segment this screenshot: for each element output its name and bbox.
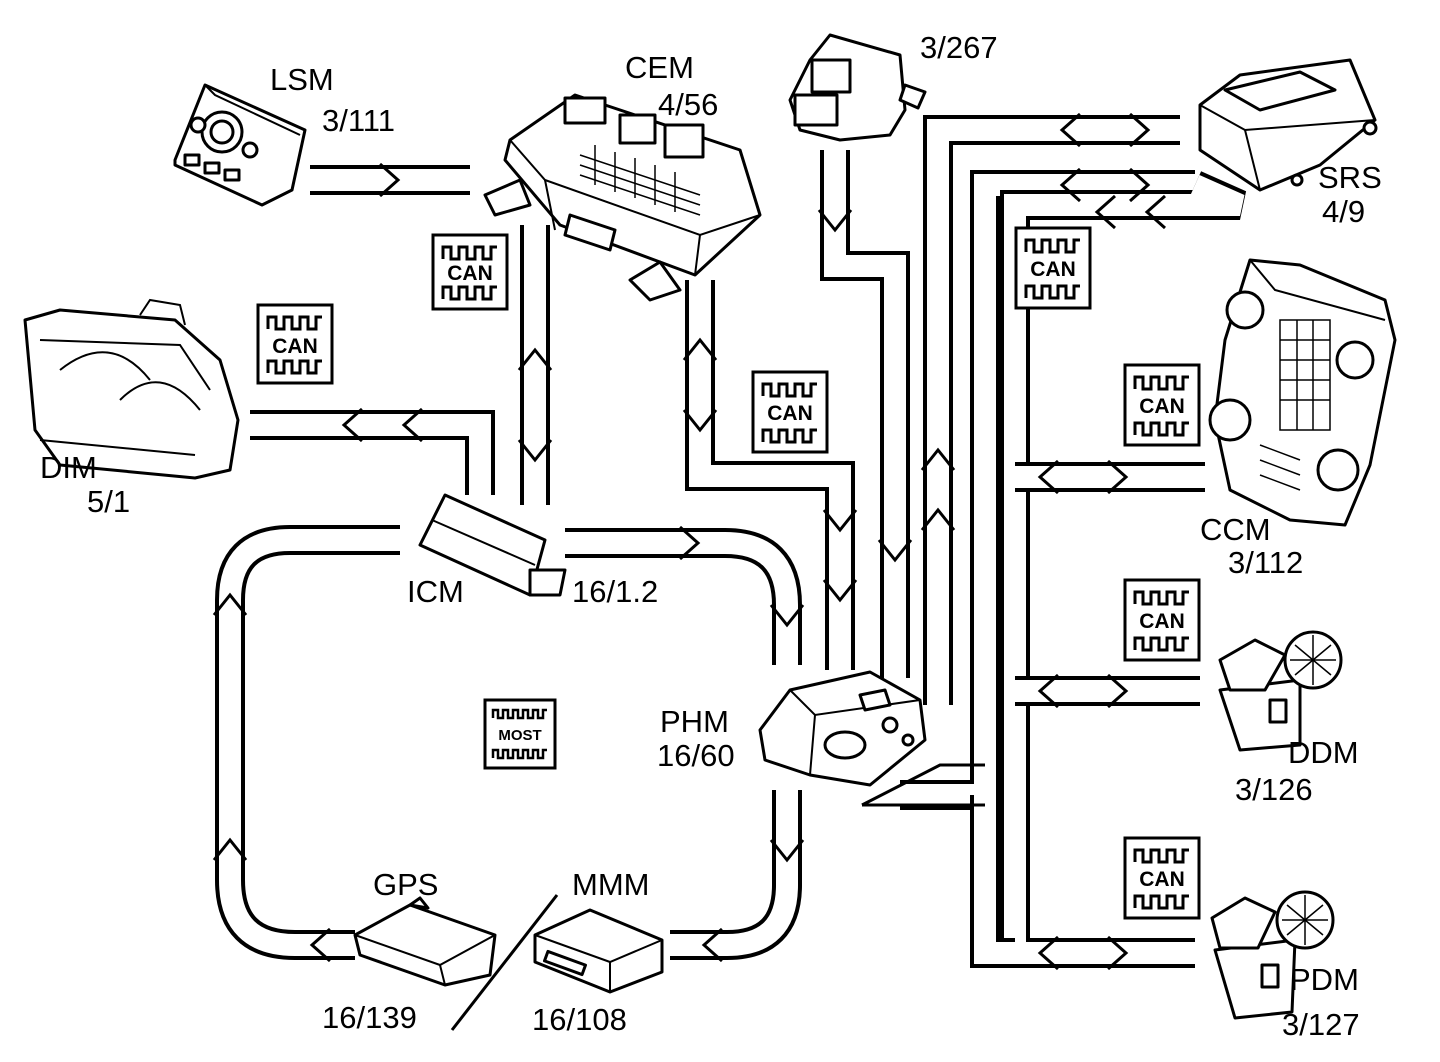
switch-code: 3/267 [920,30,998,65]
most-label: MOST [498,727,541,744]
phm-device-icon [758,670,927,787]
pdm-device-icon [1210,890,1335,1020]
pdm-code: 3/127 [1282,1007,1360,1042]
lsm-code: 3/111 [322,103,395,138]
flow-arrows [212,112,1166,971]
ccm-name: CCM [1200,512,1271,547]
switch-device-icon [788,33,927,142]
can-badge-srs: CAN [1014,226,1092,310]
can-label: CAN [1139,610,1185,633]
separator-line [450,894,559,1031]
can-label: CAN [447,262,493,285]
srs-name: SRS [1318,160,1382,195]
most-ring [215,525,802,960]
icm-code: 16/1.2 [572,574,658,609]
srs-device-icon [1198,58,1378,192]
ccm-code: 3/112 [1228,545,1303,580]
gps-code: 16/139 [322,1000,417,1035]
can-badge-dim: CAN [256,303,334,385]
cem-code: 4/56 [658,87,718,122]
dim-name: DIM [40,450,97,485]
dim-device-icon [23,298,240,480]
gps-device-icon [353,896,497,987]
ddm-device-icon [1218,630,1343,752]
mmm-code: 16/108 [532,1002,627,1037]
ddm-code: 3/126 [1235,772,1313,807]
can-badge-ccm: CAN [1123,363,1201,447]
can-label: CAN [1139,868,1185,891]
lsm-name: LSM [270,62,334,97]
cem-name: CEM [625,50,694,85]
can-badge-cem-phm: CAN [751,370,829,454]
can-label: CAN [272,335,318,358]
can-badge-cem-icm: CAN [431,233,509,311]
can-badge-pdm: CAN [1123,836,1201,920]
icm-device-icon [418,493,567,597]
ccm-device-icon [1208,258,1397,527]
can-lines [250,115,1247,968]
srs-code: 4/9 [1322,194,1365,229]
most-badge: MOST [483,698,557,770]
mmm-device-icon [533,908,664,994]
gps-name: GPS [373,867,438,902]
phm-name: PHM [660,704,729,739]
dim-code: 5/1 [87,484,130,519]
cem-device-icon [483,93,762,302]
can-label: CAN [1139,395,1185,418]
can-badge-ddm: CAN [1123,578,1201,662]
lsm-device-icon [173,83,307,207]
ddm-name: DDM [1288,735,1359,770]
phm-code: 16/60 [657,738,735,773]
can-label: CAN [1030,258,1076,281]
mmm-name: MMM [572,867,649,902]
can-label: CAN [767,402,813,425]
pdm-name: PDM [1290,962,1359,997]
icm-name: ICM [407,574,464,609]
